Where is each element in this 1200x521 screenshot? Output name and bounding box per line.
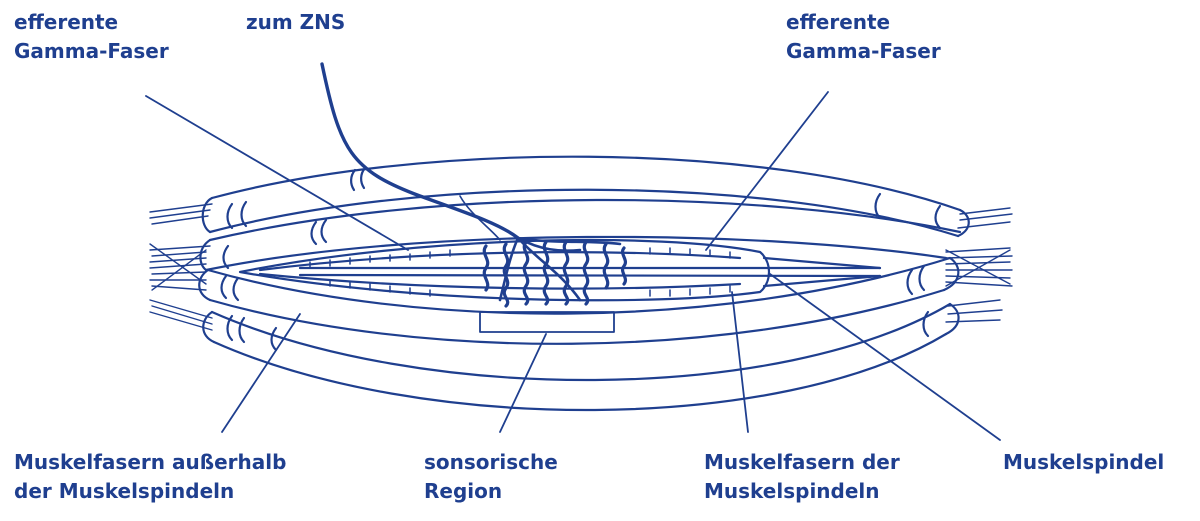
label-line: Muskelspindel [1003,450,1165,474]
label-line: der Muskelspindeln [14,479,235,503]
label-gamma-fiber-right: efferente Gamma-Faser [786,8,941,66]
extrafusal-fiber-upper [199,198,962,272]
leader-gamma-left [145,95,409,251]
tendon-fringe-right [945,207,1013,323]
label-line: zum ZNS [246,10,346,34]
label-extrafusal-fibers: Muskelfasern außerhalb der Muskelspindel… [14,448,286,506]
label-line: Region [424,479,503,503]
nerve-to-cns [320,62,520,240]
label-line: Gamma-Faser [786,39,941,63]
label-line: efferente [14,10,119,34]
extrafusal-fiber-top [201,155,970,238]
label-line: Muskelspindeln [704,479,880,503]
label-line: Gamma-Faser [14,39,169,63]
intrafusal-striations [309,247,731,297]
sensory-region-box [479,311,615,333]
leader-intrafusal [731,291,749,433]
leader-extrafusal [221,313,301,433]
leader-spindle [769,273,1001,441]
label-gamma-fiber-left: efferente Gamma-Faser [14,8,169,66]
leader-lines [145,91,1001,441]
label-line: sonsorische [424,450,558,474]
sensory-afferent-branches [498,236,622,302]
annulospiral-endings [482,240,628,308]
tendon-fringe-left [149,203,213,331]
gamma-fiber-right-nerve [459,195,501,241]
label-to-cns: zum ZNS [246,8,345,37]
label-sensory-region: sonsorische Region [424,448,558,506]
label-line: Muskelfasern außerhalb [14,450,287,474]
label-line: Muskelfasern der [704,450,900,474]
leader-gamma-right [705,91,829,251]
leader-sensory [499,333,547,433]
extrafusal-fiber-bottom [202,302,960,412]
label-line: efferente [786,10,891,34]
label-intrafusal-fibers: Muskelfasern der Muskelspindeln [704,448,900,506]
label-muscle-spindle: Muskelspindel [1003,448,1164,477]
